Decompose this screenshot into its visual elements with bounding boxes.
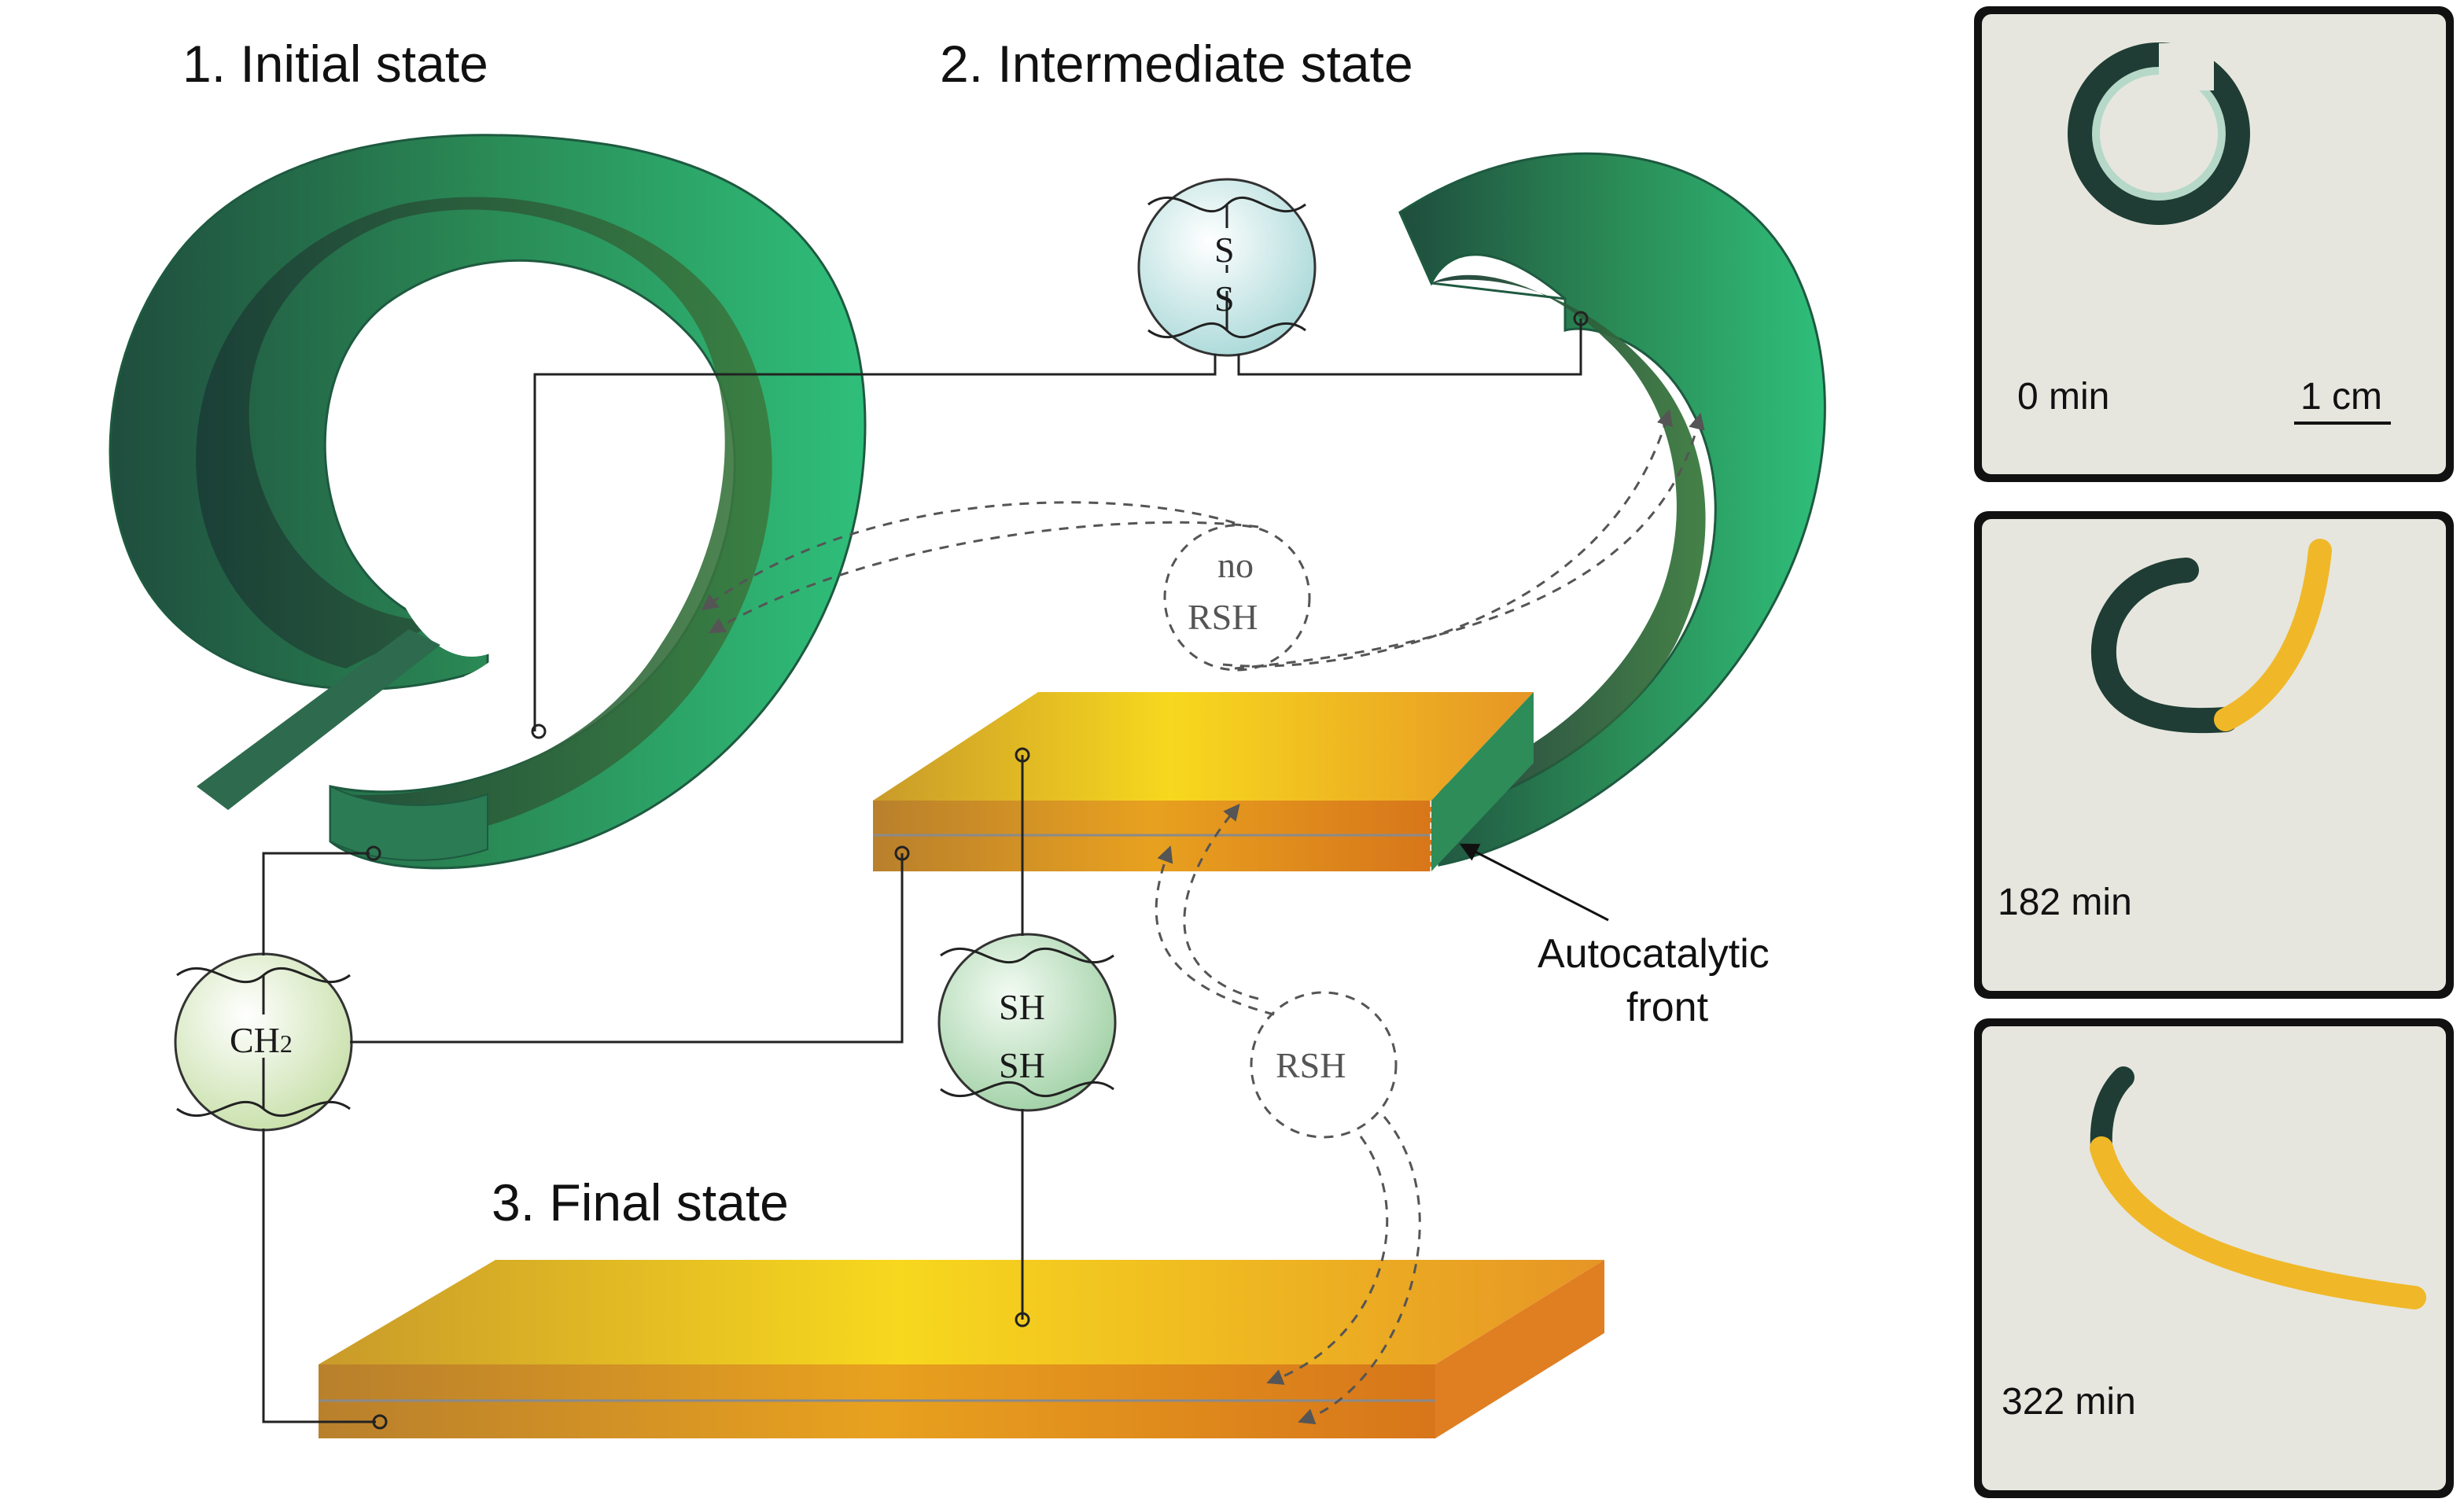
methylene-subscript: 2: [280, 1029, 293, 1058]
photo-panel-322min: 322 min: [1974, 1018, 2454, 1498]
front-label-line2: front: [1626, 985, 1709, 1030]
connector-lines: [262, 311, 1589, 1430]
photo-time-0min: 0 min: [2017, 376, 2109, 418]
disulfide-bottom-s: S: [1214, 278, 1235, 319]
methylene-circle: CH2: [174, 952, 353, 1132]
intermediate-slab: [873, 692, 1534, 871]
thiol-bottom: SH: [999, 1045, 1045, 1085]
methylene-ch: CH: [230, 1020, 280, 1060]
disulfide-top-s: S: [1214, 230, 1235, 270]
disulfide-circle: S S: [1137, 178, 1317, 357]
title-final-state: 3. Final state: [492, 1173, 789, 1232]
title-initial-state: 1. Initial state: [182, 35, 488, 93]
initial-ring: [109, 134, 867, 870]
photo-time-322min: 322 min: [2002, 1381, 2136, 1423]
thiol-circle: SH SH: [937, 933, 1117, 1112]
photo-panel-182min: 182 min: [1974, 511, 2454, 999]
autocatalytic-front-annotation: Autocatalytic front: [1459, 843, 1770, 1030]
scale-bar-label: 1 cm: [2300, 376, 2382, 418]
final-slab: [319, 1260, 1604, 1438]
rsh-bubble: RSH: [1250, 991, 1398, 1139]
no-rsh-line1: no: [1217, 545, 1254, 585]
thiol-top: SH: [999, 987, 1045, 1027]
title-intermediate-state: 2. Intermediate state: [940, 35, 1413, 93]
diffusion-arrows: [701, 408, 1705, 1425]
front-label-line1: Autocatalytic: [1538, 931, 1770, 977]
photo-time-182min: 182 min: [1998, 882, 2132, 923]
no-rsh-line2: RSH: [1188, 597, 1258, 637]
rsh-label: RSH: [1276, 1045, 1346, 1085]
photo-panel-0min: 0 min 1 cm: [1974, 6, 2454, 482]
methylene-label: CH2: [230, 1020, 293, 1060]
no-rsh-bubble: no RSH: [1163, 524, 1311, 672]
